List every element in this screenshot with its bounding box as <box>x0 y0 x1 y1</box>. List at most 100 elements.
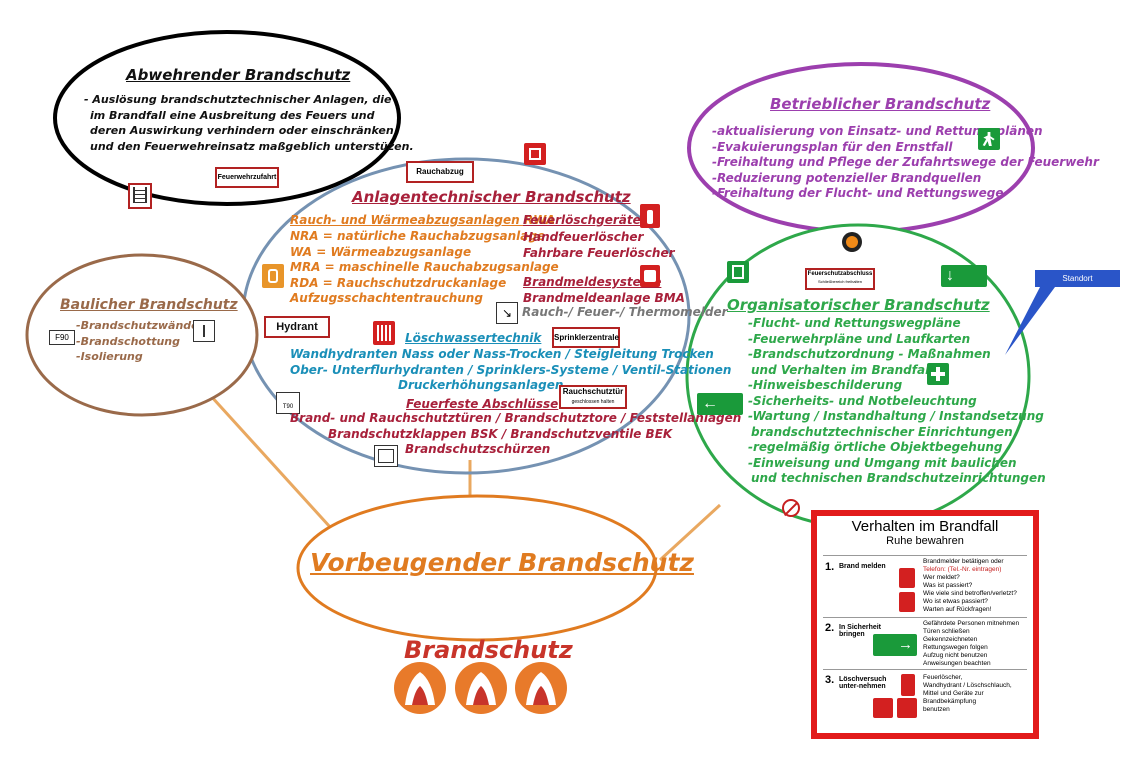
smoke-vent-icon <box>262 264 284 288</box>
hydrant-small-icon <box>873 698 893 718</box>
loesch-title: Löschwassertechnik <box>405 331 542 345</box>
standort-callout: Standort <box>1062 274 1093 283</box>
exit-sign-icon <box>727 261 749 283</box>
rwa-line: WA = Wärmeabzugsanlage <box>290 244 472 259</box>
baulich-list: -Brandschutzwände -Brandschottung -Isoli… <box>76 318 199 365</box>
extinguisher-small-icon <box>901 674 915 696</box>
org-line: -Sicherheits- und Notbeleuchtung <box>748 393 977 408</box>
card-divider <box>823 617 1027 618</box>
s2-line: Türen schließen <box>923 628 970 635</box>
feuerloesch-title: Feuerlöschgeräte <box>523 213 641 227</box>
s1-line: Was ist passiert? <box>923 582 973 589</box>
betrieblich-text: -aktualisierung von Einsatz- und Rettung… <box>712 124 1099 202</box>
step3-number: 3. <box>825 674 835 686</box>
s1-line: Wie viele sind betroffen/verletzt? <box>923 590 1017 597</box>
rauchschutztuer-text: Rauchschutztür <box>562 387 624 396</box>
step2-label: In Sicherheit bringen <box>839 624 882 638</box>
alarm-button-small-icon <box>899 568 915 588</box>
betrieblich-line: -Reduzierung potenzieller Brandquellen <box>712 170 982 185</box>
brandschutz-title: Brandschutz <box>404 636 573 664</box>
step2-text: Gefährdete Personen mitnehmen Türen schl… <box>923 620 1019 668</box>
abwehrend-line: im Brandfall eine Ausbreitung des Feuers… <box>90 108 375 122</box>
connector-organisatorisch <box>658 503 722 562</box>
s2-line: Rettungswegen folgen <box>923 644 988 651</box>
s2-line: Gefährdete Personen mitnehmen <box>923 620 1020 627</box>
rwa-title: Rauch- und Wärmeabzugsanlagen RWA <box>290 213 556 227</box>
rwa-list: NRA = natürliche Rauchabzugsanlage WA = … <box>290 229 559 307</box>
s2-line: Anweisungen beachten <box>923 660 991 667</box>
first-aid-icon <box>927 363 949 385</box>
abschluss-list: Brand- und Rauchschutztüren / Brandschut… <box>290 411 741 458</box>
org-line: und Verhalten im Brandfall <box>751 362 934 377</box>
ellipse-abwehrend <box>53 30 401 206</box>
label-sprinklerzentrale: Sprinklerzentrale <box>552 327 620 348</box>
fire-door-t90-icon: T90 <box>276 392 300 414</box>
abschluss-line: Brandschutzklappen BSK / Brandschutzvent… <box>328 426 673 441</box>
feuerschutzabschluss-text: Feuerschutzabschluss <box>807 271 873 277</box>
abwehrend-line: deren Auswirkung verhindern oder einschr… <box>90 124 394 137</box>
exit-arrow-down-sign-icon: ↓ <box>941 265 987 287</box>
s3-line: Wandhydrant / Löschschlauch, <box>923 682 1012 689</box>
rwa-line: Aufzugsschachtentrauchung <box>290 291 483 305</box>
f90-label: F90 <box>49 330 75 345</box>
baulich-line: -Brandschottung <box>76 334 181 348</box>
feuerschutzabschluss-sub: Schließbereich freihalten <box>817 279 863 284</box>
bma-line: Brandmeldeanlage BMA <box>523 291 685 305</box>
organisatorisch-list: -Flucht- und Rettungswegpläne -Feuerwehr… <box>748 316 1046 487</box>
org-line: -Brandschutzordnung - Maßnahmen <box>748 347 991 361</box>
rauchschutztuer-sub: geschlossen halten <box>571 399 615 405</box>
ellipse-baulich <box>25 253 259 417</box>
step3-text: Feuerlöscher, Wandhydrant / Löschschlauc… <box>923 674 1012 714</box>
org-line: und technischen Brandschutzeinrichtungen <box>751 471 1046 485</box>
fire-alarm-button-icon <box>640 265 660 287</box>
s2-line: Gekennzeichneten <box>923 636 978 643</box>
s2-line: Aufzug nicht benutzen <box>923 652 988 659</box>
rwa-line: RDA = Rauchschutzdruckanlage <box>290 275 507 290</box>
flame-icon-3 <box>515 662 567 714</box>
vorbeugend-title: Vorbeugender Brandschutz <box>310 548 694 577</box>
betrieblich-line: -Freihaltung und Pflege der Zufahrtswege… <box>712 155 1099 169</box>
melder-line: Rauch-/ Feuer-/ Thermomelder <box>522 305 728 319</box>
anlagen-title: Anlagentechnischer Brandschutz <box>352 188 631 206</box>
t90-label: T90 <box>282 404 294 410</box>
loesch-list: Wandhydranten Nass oder Nass-Trocken / S… <box>290 347 731 394</box>
betrieblich-line: -Evakuierungsplan für den Ernstfall <box>712 139 953 154</box>
label-feuerwehrzufahrt: Feuerwehrzufahrt <box>215 167 279 188</box>
flame-icon-2 <box>455 662 507 714</box>
betrieblich-title: Betrieblicher Brandschutz <box>770 95 991 113</box>
callout-shape <box>1005 270 1120 355</box>
s3-line: Feuerlöscher, <box>923 674 963 681</box>
org-line: -Einweisung und Umgang mit baulichen <box>748 455 1017 470</box>
label-rauchschutztuer: Rauchschutztür geschlossen halten <box>559 385 627 409</box>
fire-extinguisher-icon <box>640 204 660 228</box>
label-rauchabzug: Rauchabzug <box>406 161 474 183</box>
betrieblich-line: -aktualisierung von Einsatz- und Rettung… <box>712 124 1043 138</box>
s3-line: Mittel und Geräte zur <box>923 690 984 697</box>
step1-number: 1. <box>825 561 835 573</box>
abwehrend-line: - Auslösung brandschutztechnischer Anlag… <box>84 93 392 106</box>
feuerloesch-line: Fahrbare Feuerlöscher <box>523 245 675 260</box>
s1-line: Telefon: (Tel.-Nr. eintragen) <box>923 566 1002 573</box>
fire-curtain-icon <box>374 445 398 467</box>
ellipse-vorbeugend <box>296 494 658 642</box>
exit-arrow-right-sign-icon: → <box>873 634 917 656</box>
card-title: Verhalten im Brandfall <box>851 518 999 535</box>
emergency-exit-icon <box>978 128 1000 150</box>
s3-line: Brandbekämpfung <box>923 698 977 705</box>
s1-line: Warten auf Rückfragen! <box>923 606 992 613</box>
label-feuerschutzabschluss: Feuerschutzabschluss Schließbereich frei… <box>805 268 875 290</box>
loesch-line: Wandhydranten Nass oder Nass-Trocken / S… <box>290 347 714 361</box>
betrieblich-line: -Freihaltung der Flucht- und Rettungsweg… <box>712 186 1004 200</box>
org-line: -Hinweisbeschilderung <box>748 378 903 392</box>
rwa-line: MRA = maschinelle Rauchabzugsanlage <box>290 260 559 274</box>
s1-line: Brandmelder betätigen oder <box>923 558 1004 565</box>
baulich-line: -Isolierung <box>76 350 143 363</box>
abschluss-line: Brandschutzschürzen <box>405 442 551 456</box>
wall-hydrant-icon <box>373 321 395 345</box>
abschluss-line: Brand- und Rauchschutztüren / Brandschut… <box>290 411 742 425</box>
step2-number: 2. <box>825 622 835 634</box>
organisatorisch-title: Organisatorischer Brandschutz <box>727 296 990 314</box>
baulich-line: -Brandschutzwände <box>76 319 199 332</box>
step1-label: Brand melden <box>839 563 886 570</box>
rwa-line: NRA = natürliche Rauchabzugsanlage <box>290 229 546 243</box>
